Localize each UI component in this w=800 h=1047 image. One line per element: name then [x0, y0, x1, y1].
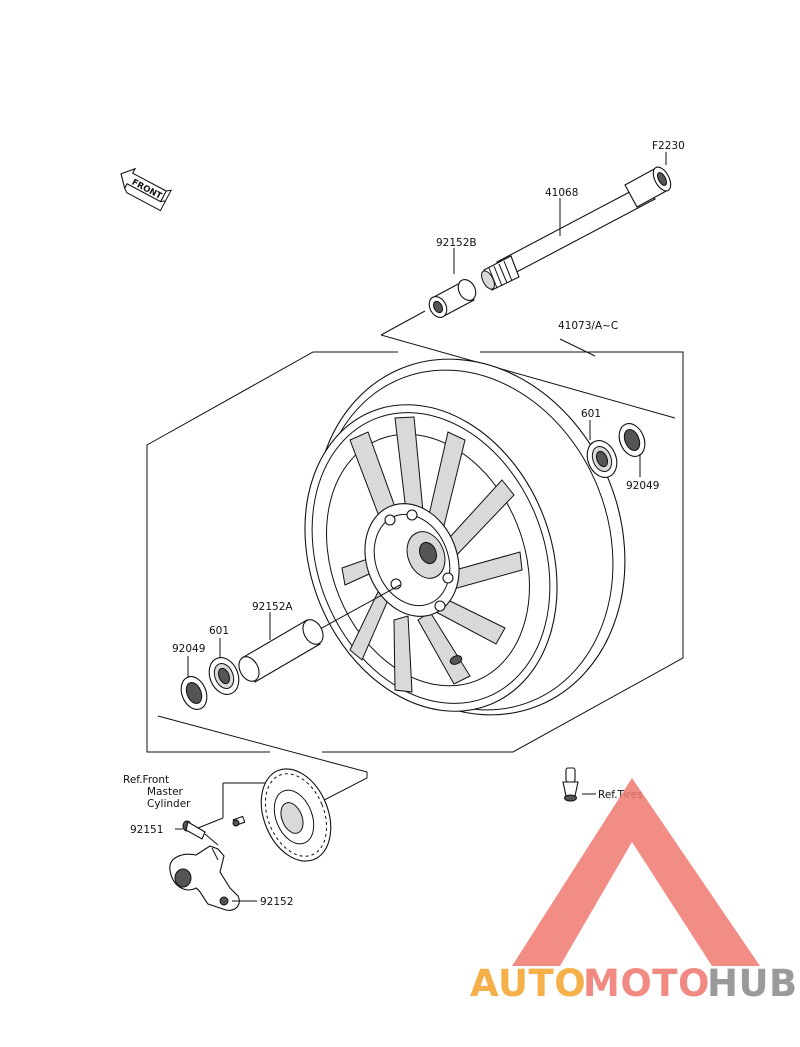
watermark-triangle-icon [512, 778, 760, 966]
label-601-left: 601 [209, 625, 229, 637]
label-ref-front-line3: Cylinder [147, 798, 191, 810]
tire-valve [562, 767, 579, 802]
label-92152a: 92152A [252, 601, 293, 613]
front-arrow-icon: FRONT [120, 167, 173, 212]
watermark-text-auto: AUTO [470, 962, 586, 1005]
brake-disc [260, 768, 332, 862]
assembly-bracket [146, 310, 684, 753]
label-92152: 92152 [260, 896, 293, 908]
part-labels: F2230 41068 92152B 41073/A~C 601 92049 9… [123, 140, 685, 908]
label-f2230: F2230 [652, 140, 685, 152]
oil-seal-left [180, 676, 208, 710]
label-ref-front-line1: Ref.Front [123, 774, 169, 786]
bearing-right [586, 440, 618, 478]
collar-92152b [428, 279, 477, 318]
label-41068: 41068 [545, 187, 578, 199]
leader-lines [175, 152, 667, 902]
bolt-92151 [182, 820, 219, 846]
small-bolt [232, 815, 246, 827]
collar-92152a [238, 584, 401, 683]
label-601-right: 601 [581, 408, 601, 420]
watermark-text-hub: HUB [707, 962, 798, 1005]
label-92049-left: 92049 [172, 643, 205, 655]
label-92151: 92151 [130, 824, 163, 836]
label-92049-right: 92049 [626, 480, 659, 492]
label-ref-front-line2: Master [147, 786, 184, 798]
label-92152b: 92152B [436, 237, 477, 249]
bearing-left [208, 657, 240, 695]
oil-seal-right [618, 423, 646, 457]
front-axle [481, 166, 672, 291]
watermark-text-moto: MOTO [583, 962, 710, 1005]
bracket-92152 [169, 845, 240, 911]
label-41073: 41073/A~C [558, 320, 618, 332]
front-wheel [304, 358, 626, 716]
watermark-logo: AUTO MOTO HUB [470, 778, 798, 1005]
